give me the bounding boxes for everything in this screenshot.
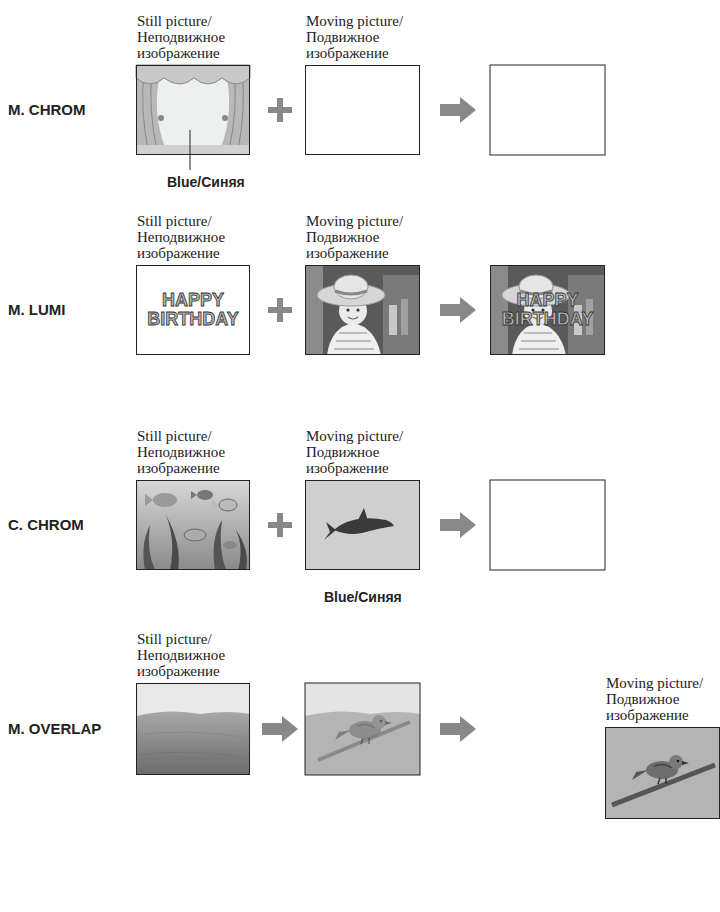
moving-picture-frame: Moving picture/ Подвижное изображение: [605, 727, 720, 819]
color-callout: Blue/Синяя: [167, 174, 245, 190]
aquarium-illustration: [223, 541, 237, 549]
still-picture-frame: Still picture/ Неподвижное изображениеBl…: [136, 65, 250, 155]
dolphin-illustration: [305, 480, 420, 570]
overlap-transition-photo: [305, 711, 420, 775]
picture-heading: Still picture/ Неподвижное изображение: [137, 213, 255, 261]
block-arrow: [440, 716, 476, 742]
picture-heading: Moving picture/ Подвижное изображение: [306, 13, 424, 61]
result-frame: [490, 65, 605, 155]
plus-symbol: [268, 513, 292, 537]
aquarium-illustration: [191, 491, 197, 499]
dolphin-illustration: [305, 480, 420, 570]
plus-symbol: [277, 298, 283, 322]
dolphin-illustration: [358, 508, 368, 521]
plus-symbol: [277, 98, 283, 122]
effect-name: C. CHROM: [8, 516, 84, 533]
aquarium-illustration: [184, 529, 206, 541]
block-arrow: [440, 297, 476, 323]
aquarium-illustration: [153, 493, 177, 507]
still-picture-frame: Still picture/ Неподвижное изображение: [136, 480, 250, 570]
aquarium-illustration: [166, 515, 179, 570]
overlap-transition-photo: [335, 715, 392, 744]
curtain-illustration: [158, 115, 164, 121]
overlay-title: HAPPY BIRTHDAY: [491, 291, 604, 329]
moving-picture-frame: Moving picture/ Подвижное изображение: [305, 65, 420, 155]
overlap-transition-photo: [305, 683, 420, 775]
leader-line: [190, 130, 191, 170]
aquarium-illustration: [236, 530, 247, 570]
curtain-illustration: [136, 65, 250, 155]
picture-heading: Moving picture/ Подвижное изображение: [606, 675, 720, 723]
plus-symbol: [268, 298, 292, 322]
block-arrow: [440, 97, 476, 123]
dolphin-illustration: [324, 522, 336, 540]
effect-name: M. LUMI: [8, 301, 66, 318]
aquarium-illustration: [143, 525, 155, 570]
picture-heading: Still picture/ Неподвижное изображение: [137, 631, 255, 679]
landscape-photo: [136, 752, 250, 758]
landscape-photo: [136, 711, 250, 775]
overlay-title: HAPPY BIRTHDAY: [137, 291, 249, 329]
plus-symbol: [268, 98, 292, 122]
aquarium-illustration: [197, 490, 213, 500]
aquarium-illustration: [219, 499, 237, 511]
girl-photo: [305, 265, 420, 355]
block-arrow: [262, 716, 298, 742]
aquarium-illustration: [136, 480, 250, 570]
picture-heading: Still picture/ Неподвижное изображение: [137, 428, 255, 476]
still-picture-frame: Still picture/ Неподвижное изображение: [136, 683, 250, 775]
landscape-photo: [136, 732, 250, 738]
picture-heading: Moving picture/ Подвижное изображение: [306, 213, 424, 261]
aquarium-illustration: [212, 500, 219, 510]
effect-name: M. OVERLAP: [8, 720, 101, 737]
curtain-illustration: [222, 115, 228, 121]
still-picture-frame: Still picture/ Неподвижное изображениеHA…: [136, 265, 250, 355]
title-card-background: [136, 265, 250, 355]
moving-picture-frame: Moving picture/ Подвижное изображениеBlu…: [305, 480, 420, 570]
result-picture-frame: HAPPY BIRTHDAY: [490, 265, 605, 355]
curtain-illustration: [136, 65, 250, 84]
aquarium-illustration: [177, 530, 184, 540]
aquarium-illustration: [145, 494, 153, 506]
overlap-transition-photo: [335, 715, 392, 744]
bird-photo: [605, 727, 720, 819]
landscape-photo: [136, 683, 250, 775]
girl-photo: [490, 265, 605, 355]
curtain-illustration: [136, 65, 250, 155]
overlap-transition-photo: [305, 683, 420, 775]
landscape-photo: [136, 683, 250, 775]
overlap-transition-photo: [305, 683, 420, 775]
color-callout: Blue/Синяя: [324, 589, 402, 605]
block-arrow: [440, 512, 476, 538]
bird-photo: [605, 727, 720, 819]
moving-picture-frame: Moving picture/ Подвижное изображение: [305, 265, 420, 355]
curtain-illustration: [136, 145, 250, 155]
picture-heading: Moving picture/ Подвижное изображение: [306, 428, 424, 476]
picture-heading: Still picture/ Неподвижное изображение: [137, 13, 255, 61]
aquarium-illustration: [136, 480, 250, 570]
result-frame: [490, 480, 605, 570]
effect-name: M. CHROM: [8, 101, 86, 118]
bird-photo: [632, 755, 689, 784]
dolphin-illustration: [334, 518, 394, 534]
plus-symbol: [277, 513, 283, 537]
